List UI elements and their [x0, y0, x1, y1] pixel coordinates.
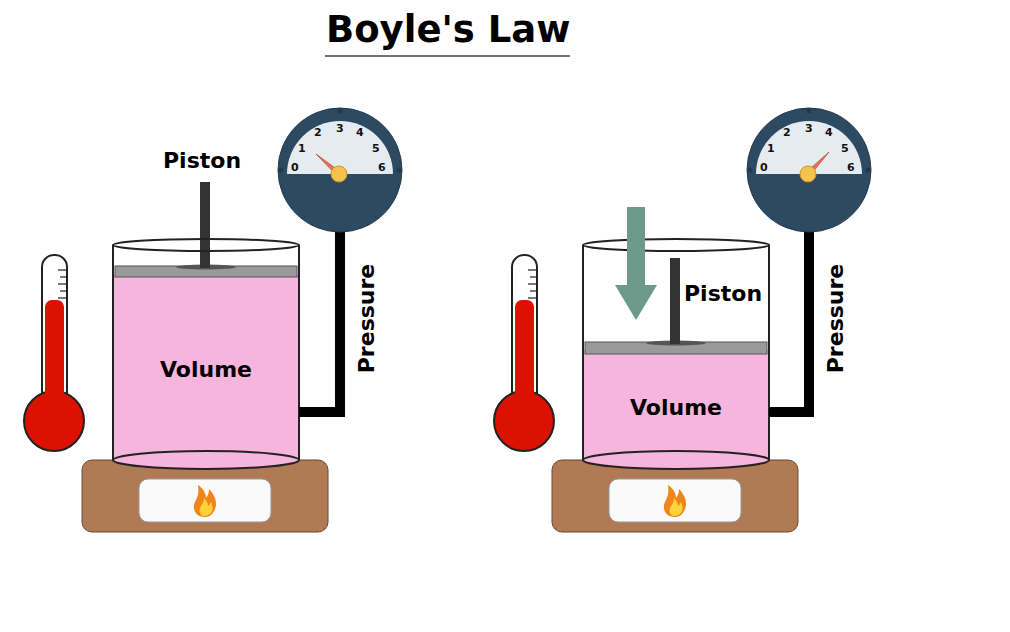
flame — [664, 485, 686, 517]
cylinder-body — [113, 245, 299, 460]
pressure-pipe — [769, 230, 809, 412]
title-underline — [325, 55, 570, 57]
burner-window — [139, 479, 271, 522]
volume-label: Volume — [630, 395, 722, 420]
gauge-number: 4 — [825, 127, 833, 138]
flame-core — [200, 498, 213, 516]
cylinder-rim — [113, 239, 299, 251]
left-panel — [24, 182, 340, 532]
gas-volume — [114, 274, 298, 460]
push-arrow — [615, 207, 657, 320]
gauge-bolt — [338, 109, 343, 114]
gauge-number: 1 — [298, 143, 306, 154]
cylinder-wall — [582, 245, 584, 460]
hot-plate — [82, 460, 328, 532]
gauge-number: 6 — [378, 162, 386, 173]
cylinder-wall — [298, 245, 300, 460]
gauge-number: 3 — [336, 123, 344, 134]
flame — [194, 485, 216, 517]
volume-label: Volume — [160, 357, 252, 382]
thermometer-ticks — [58, 270, 66, 298]
gauge-number: 0 — [291, 162, 299, 173]
cylinder-body — [583, 245, 769, 460]
pressure-gauge: 0 12 3 45 6 — [746, 107, 872, 233]
cylinder-bottom — [113, 451, 299, 469]
gauge-number: 4 — [356, 127, 364, 138]
piston-label: Piston — [163, 148, 241, 173]
piston-rod — [670, 258, 680, 344]
gauge-number: 0 — [760, 162, 768, 173]
title-text: Boyle's Law — [326, 8, 570, 51]
hot-plate — [552, 460, 798, 532]
gauge-number: 6 — [847, 162, 855, 173]
gauge-number: 3 — [805, 123, 813, 134]
pressure-pipe — [299, 230, 340, 412]
gauge-hub — [331, 166, 347, 182]
gauge-bolt — [866, 168, 871, 173]
thermometer-mercury — [45, 300, 64, 410]
gauge-bolt — [748, 168, 753, 173]
piston-label: Piston — [684, 281, 762, 306]
thermometer-mercury — [515, 300, 534, 410]
gas-volume — [584, 350, 768, 460]
gauge-bolt — [807, 109, 812, 114]
cylinder-wall — [112, 245, 114, 460]
gauge-bolt — [279, 168, 284, 173]
gauge-hub — [800, 166, 816, 182]
gauge-housing — [747, 108, 871, 232]
pressure-gauge: 0 12 3 45 6 — [277, 107, 403, 233]
gauge-number: 2 — [314, 127, 322, 138]
gauge-number: 2 — [783, 127, 791, 138]
cylinder-bottom — [583, 451, 769, 469]
pressure-label: Pressure — [354, 264, 379, 374]
flame-core — [670, 498, 683, 516]
gauge-number: 1 — [767, 143, 775, 154]
gauge-bolt — [397, 168, 402, 173]
thermometer-ticks — [528, 270, 536, 298]
cylinder-rim — [583, 239, 769, 251]
piston-rod — [200, 182, 210, 268]
gauge-number: 5 — [841, 143, 849, 154]
gauge-number: 5 — [372, 143, 380, 154]
cylinder-wall — [768, 245, 770, 460]
pressure-label: Pressure — [823, 264, 848, 374]
gauge-housing — [278, 108, 402, 232]
gas-volume-region: Volume — [585, 356, 767, 458]
right-panel — [494, 207, 809, 532]
gas-volume-region: Volume — [115, 280, 297, 458]
burner-window — [609, 479, 741, 522]
